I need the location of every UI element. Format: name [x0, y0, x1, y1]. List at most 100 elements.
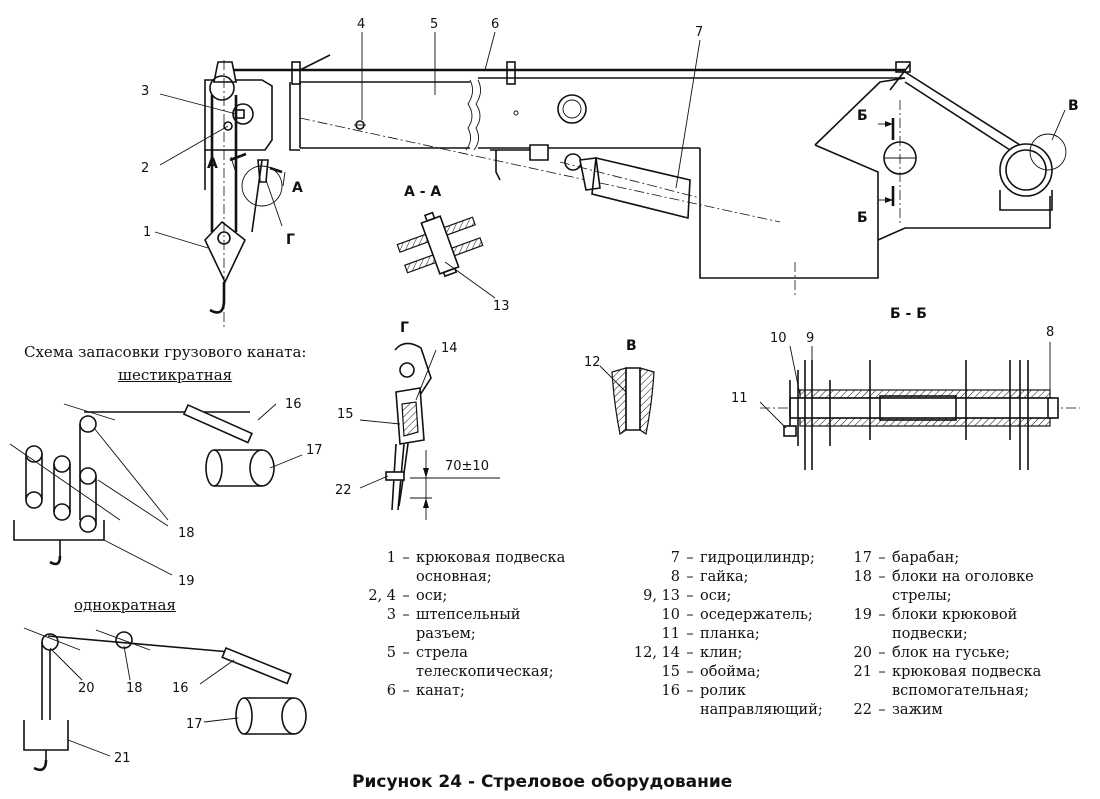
six-fold-label: шестикратная — [118, 366, 233, 384]
legend-dash: – — [686, 683, 694, 699]
detail-g-title: Г — [400, 320, 409, 336]
callout-3: 3 — [141, 84, 149, 99]
legend-entry: 18–блоки на оголовке — [848, 568, 1041, 587]
legend-entry: 11–планка; — [628, 625, 823, 644]
legend-text: канат; — [416, 683, 465, 699]
legend-entry: 2, 4–оси; — [362, 587, 565, 606]
legend-text: основная; — [416, 569, 492, 585]
legend-number: 21 — [853, 664, 872, 680]
section-mark-a-left: А — [207, 156, 218, 172]
detail-mark-v: В — [1068, 98, 1079, 114]
legend-number — [628, 701, 680, 720]
legend-dash: – — [402, 588, 410, 604]
legend-text: разъем; — [416, 626, 476, 642]
legend-text: крюковая подвеска — [416, 550, 566, 566]
legend-number: 18 — [853, 569, 872, 585]
six-fold-reeving-scheme: 16 17 18 19 — [9, 397, 323, 589]
legend-entry: телескопическая; — [362, 663, 565, 682]
reeving-scheme-title: Схема запасовки грузового каната: — [24, 343, 307, 361]
legend-entry: 6–канат; — [362, 682, 565, 701]
legend-entry: 1–крюковая подвеска — [362, 549, 565, 568]
legend-dash: – — [402, 645, 410, 661]
figure-caption: Рисунок 24 - Стреловое оборудование — [352, 772, 733, 792]
legend-number — [362, 625, 396, 644]
legend-dash: – — [686, 588, 694, 604]
callout-18-single: 18 — [126, 681, 143, 696]
legend-entry: 20–блок на гуське; — [848, 644, 1041, 663]
callout-1: 1 — [143, 225, 151, 240]
legend-entry: 3–штепсельный — [362, 606, 565, 625]
legend-text: планка; — [700, 626, 760, 642]
callout-4: 4 — [357, 17, 365, 32]
legend-text: стрела — [416, 645, 468, 661]
callout-8: 8 — [1046, 325, 1054, 340]
legend-dash — [872, 625, 892, 644]
legend-text: оси; — [416, 588, 448, 604]
legend-entry: стрелы; — [848, 587, 1041, 606]
legend-text: оседержатель; — [700, 607, 813, 623]
callout-16-six: 16 — [285, 397, 302, 412]
legend-number: 11 — [661, 626, 680, 642]
detail-mark-g: Г — [286, 232, 295, 248]
legend-entry: направляющий; — [628, 701, 823, 720]
legend-text: гайка; — [700, 569, 749, 585]
legend-text: вспомогательная; — [892, 683, 1029, 699]
section-bb: Б - Б 10 9 8 11 — [731, 306, 1080, 470]
callout-16-single: 16 — [172, 681, 189, 696]
legend-dash: – — [878, 607, 886, 623]
legend-entry: 19–блоки крюковой — [848, 606, 1041, 625]
legend-text: зажим — [892, 702, 943, 718]
callout-19: 19 — [178, 574, 195, 589]
section-mark-b-top: Б — [857, 108, 868, 124]
legend-number — [362, 663, 396, 682]
single-reeving-scheme: 20 18 16 17 21 — [23, 627, 307, 772]
legend-number: 12, 14 — [633, 645, 680, 661]
callout-20: 20 — [78, 681, 95, 696]
legend-dash — [396, 568, 416, 587]
legend-number: 9, 13 — [643, 588, 680, 604]
callout-13: 13 — [493, 299, 510, 314]
legend-entry: 21–крюковая подвеска — [848, 663, 1042, 682]
section-mark-b-bottom: Б — [857, 210, 868, 226]
legend-text: крюковая подвеска — [892, 664, 1042, 680]
legend-number: 3 — [386, 607, 396, 623]
callout-17-single: 17 — [186, 717, 203, 732]
legend-number: 20 — [853, 645, 872, 661]
legend-dash: – — [878, 550, 886, 566]
legend-number: 16 — [661, 683, 680, 699]
legend-dash: – — [686, 569, 694, 585]
legend-dash: – — [402, 607, 410, 623]
legend-entry: 22–зажим — [848, 701, 1041, 720]
callout-14: 14 — [441, 341, 458, 356]
callout-15: 15 — [337, 407, 354, 422]
legend-text: обойма; — [700, 664, 761, 680]
legend-number: 7 — [670, 550, 680, 566]
legend-text: направляющий; — [700, 702, 823, 718]
legend-text: подвески; — [892, 626, 968, 642]
legend-dash: – — [686, 550, 694, 566]
legend-dash: – — [402, 550, 410, 566]
legend-number: 17 — [853, 550, 872, 566]
legend-entry: разъем; — [362, 625, 565, 644]
legend-dash: – — [686, 607, 694, 623]
legend-entry: основная; — [362, 568, 565, 587]
callout-11: 11 — [731, 391, 748, 406]
single-label: однократная — [74, 596, 176, 614]
callout-5: 5 — [430, 17, 438, 32]
legend-text: штепсельный — [416, 607, 521, 623]
legend-entry: 7–гидроцилиндр; — [628, 549, 823, 568]
telescopic-boom — [204, 54, 1067, 330]
legend-dash: – — [878, 569, 886, 585]
section-mark-a-right: А — [292, 180, 303, 196]
callout-7: 7 — [695, 25, 703, 40]
legend-entry: 9, 13–оси; — [628, 587, 823, 606]
legend-text: стрелы; — [892, 588, 952, 604]
legend-entry: 15–обойма; — [628, 663, 823, 682]
legend-dash: – — [402, 683, 410, 699]
detail-g: Г 70±10 14 15 22 — [335, 320, 500, 520]
callout-12: 12 — [584, 355, 601, 370]
dimension-70: 70±10 — [445, 459, 489, 474]
legend-dash — [872, 587, 892, 606]
